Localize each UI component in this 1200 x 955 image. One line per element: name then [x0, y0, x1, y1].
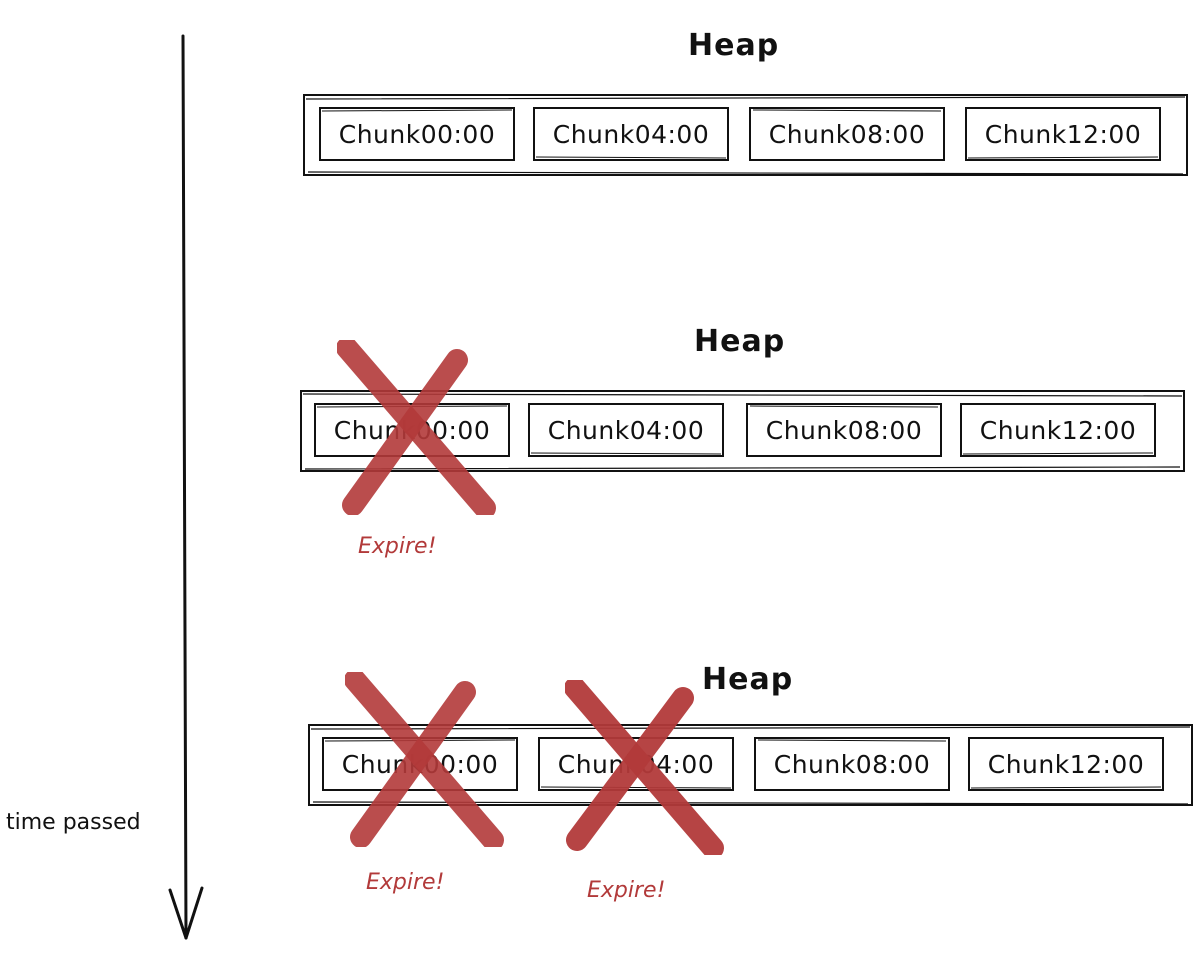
chunk-label: Chunk08:00	[773, 749, 931, 779]
time-axis-label: time passed	[6, 810, 141, 835]
time-arrow	[168, 34, 204, 940]
chunk-label: Chunk12:00	[984, 119, 1142, 149]
chunk-label: Chunk00:00	[338, 119, 496, 149]
chunk-label: Chunk08:00	[768, 119, 926, 149]
chunk-2-2: Chunk04:00	[528, 403, 724, 457]
heap-2: Chunk00:00 Chunk04:00 Chunk08:00 Chunk12…	[300, 390, 1185, 472]
chunk-label: Chunk12:00	[987, 749, 1145, 779]
expire-label: Expire!	[366, 870, 445, 895]
chunk-label: Chunk04:00	[552, 119, 710, 149]
chunk-label: Chunk04:00	[547, 415, 705, 445]
expire-label: Expire!	[587, 878, 666, 903]
heap-title-3: Heap	[702, 662, 794, 697]
heap-title-2: Heap	[694, 324, 786, 359]
heap-title-1: Heap	[688, 28, 780, 63]
chunk-3-4: Chunk12:00	[968, 737, 1164, 791]
chunk-3-2: Chunk04:00	[538, 737, 734, 791]
chunk-1-4: Chunk12:00	[965, 107, 1161, 161]
heap-3: Chunk00:00 Chunk04:00 Chunk08:00 Chunk12…	[308, 724, 1193, 806]
chunk-2-4: Chunk12:00	[960, 403, 1156, 457]
chunk-label: Chunk08:00	[765, 415, 923, 445]
chunk-label: Chunk00:00	[341, 749, 499, 779]
chunk-label: Chunk12:00	[979, 415, 1137, 445]
expire-label: Expire!	[358, 534, 437, 559]
chunk-1-1: Chunk00:00	[319, 107, 515, 161]
chunk-label: Chunk04:00	[557, 749, 715, 779]
chunk-2-1: Chunk00:00	[314, 403, 510, 457]
chunk-1-2: Chunk04:00	[533, 107, 729, 161]
heap-1: Chunk00:00 Chunk04:00 Chunk08:00 Chunk12…	[303, 94, 1188, 176]
chunk-2-3: Chunk08:00	[746, 403, 942, 457]
chunk-1-3: Chunk08:00	[749, 107, 945, 161]
chunk-label: Chunk00:00	[333, 415, 491, 445]
chunk-3-1: Chunk00:00	[322, 737, 518, 791]
chunk-3-3: Chunk08:00	[754, 737, 950, 791]
